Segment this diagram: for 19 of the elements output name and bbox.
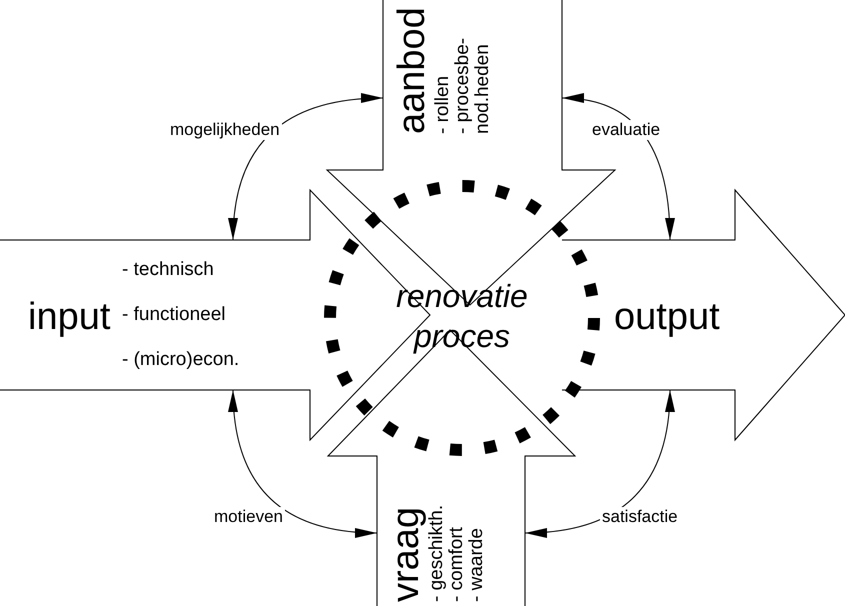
curved-arrow: [524, 390, 674, 538]
curved-arrow: [229, 94, 384, 240]
list-item: - waarde: [466, 528, 487, 602]
list-item: - (micro)econ.: [122, 350, 240, 369]
arrow-title: vraag: [387, 506, 425, 602]
edge-label: evaluatie: [590, 120, 662, 140]
arrow-title: aanbod: [393, 12, 431, 134]
arrow-title: output: [614, 298, 720, 336]
dotted-circle: [322, 178, 602, 458]
list-item: - technisch: [122, 260, 214, 279]
curved-arrow: [562, 94, 674, 240]
list-item: - rollen: [433, 76, 453, 134]
list-item: - functioneel: [122, 305, 226, 324]
list-item: - comfort: [446, 527, 467, 602]
edge-label: mogelijkheden: [168, 120, 282, 140]
list-item: - geschikth.: [427, 504, 447, 602]
curved-arrow: [228, 390, 378, 538]
arrow-title: input: [28, 298, 110, 336]
list-item: - procesbe- nod.heden: [452, 36, 493, 134]
